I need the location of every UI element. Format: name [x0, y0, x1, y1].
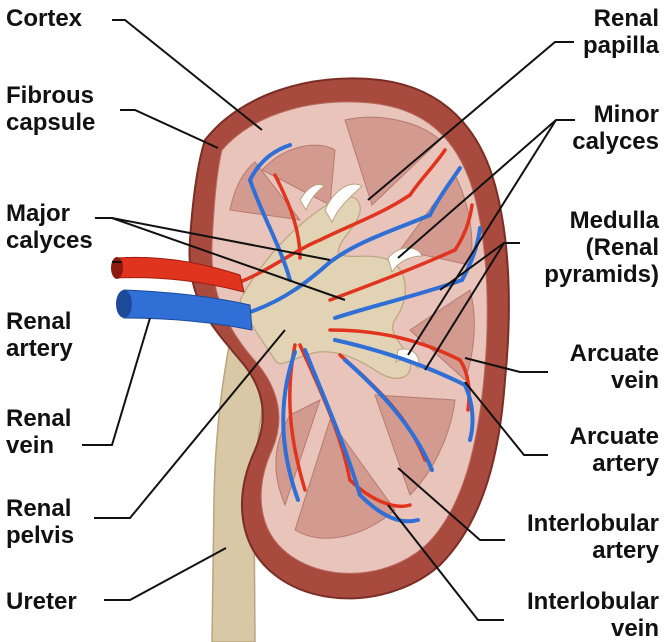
- label-major-calyces-line1: Major: [6, 200, 93, 227]
- label-interlobular-vein-line1: Interlobular: [527, 588, 659, 615]
- label-renal-artery: Renal artery: [6, 308, 73, 362]
- label-renal-artery-line2: artery: [6, 335, 73, 362]
- renal-artery-opening: [111, 257, 123, 279]
- label-interlobular-vein-line2: vein: [527, 615, 659, 642]
- label-renal-vein-line1: Renal: [6, 405, 71, 432]
- label-minor-calyces-line1: Minor: [572, 101, 659, 128]
- label-cortex-line: Cortex: [6, 5, 82, 32]
- label-major-calyces: Major calyces: [6, 200, 93, 254]
- label-interlobular-artery-line1: Interlobular: [527, 510, 659, 537]
- label-arcuate-vein-line1: Arcuate: [570, 340, 659, 367]
- leader-fibrous-capsule: [120, 110, 218, 148]
- label-renal-pelvis-line1: Renal: [6, 495, 74, 522]
- leader-ureter: [104, 548, 226, 600]
- label-interlobular-artery: Interlobular artery: [527, 510, 659, 564]
- label-fibrous-capsule: Fibrous capsule: [6, 82, 95, 136]
- label-ureter-line: Ureter: [6, 588, 77, 615]
- label-medulla-line1: Medulla: [544, 207, 659, 234]
- label-interlobular-artery-line2: artery: [527, 537, 659, 564]
- label-renal-papilla-line1: Renal: [583, 5, 659, 32]
- leader-renal-vein: [82, 318, 150, 445]
- label-interlobular-vein: Interlobular vein: [527, 588, 659, 642]
- label-renal-vein: Renal vein: [6, 405, 71, 459]
- label-cortex: Cortex: [6, 5, 82, 32]
- label-arcuate-vein: Arcuate vein: [570, 340, 659, 394]
- label-fibrous-capsule-line2: capsule: [6, 109, 95, 136]
- renal-vein-opening: [116, 290, 132, 318]
- label-renal-pelvis: Renal pelvis: [6, 495, 74, 549]
- label-arcuate-artery: Arcuate artery: [570, 423, 659, 477]
- label-renal-vein-line2: vein: [6, 432, 71, 459]
- label-renal-pelvis-line2: pelvis: [6, 522, 74, 549]
- label-renal-papilla: Renal papilla: [583, 5, 659, 59]
- label-renal-artery-line1: Renal: [6, 308, 73, 335]
- label-arcuate-artery-line2: artery: [570, 450, 659, 477]
- label-fibrous-capsule-line1: Fibrous: [6, 82, 95, 109]
- label-minor-calyces: Minor calyces: [572, 101, 659, 155]
- label-renal-papilla-line2: papilla: [583, 32, 659, 59]
- label-ureter: Ureter: [6, 588, 77, 615]
- label-medulla: Medulla (Renal pyramids): [544, 207, 659, 288]
- label-arcuate-vein-line2: vein: [570, 367, 659, 394]
- label-minor-calyces-line2: calyces: [572, 128, 659, 155]
- label-medulla-line2: (Renal: [544, 234, 659, 261]
- label-major-calyces-line2: calyces: [6, 227, 93, 254]
- label-arcuate-artery-line1: Arcuate: [570, 423, 659, 450]
- label-medulla-line3: pyramids): [544, 261, 659, 288]
